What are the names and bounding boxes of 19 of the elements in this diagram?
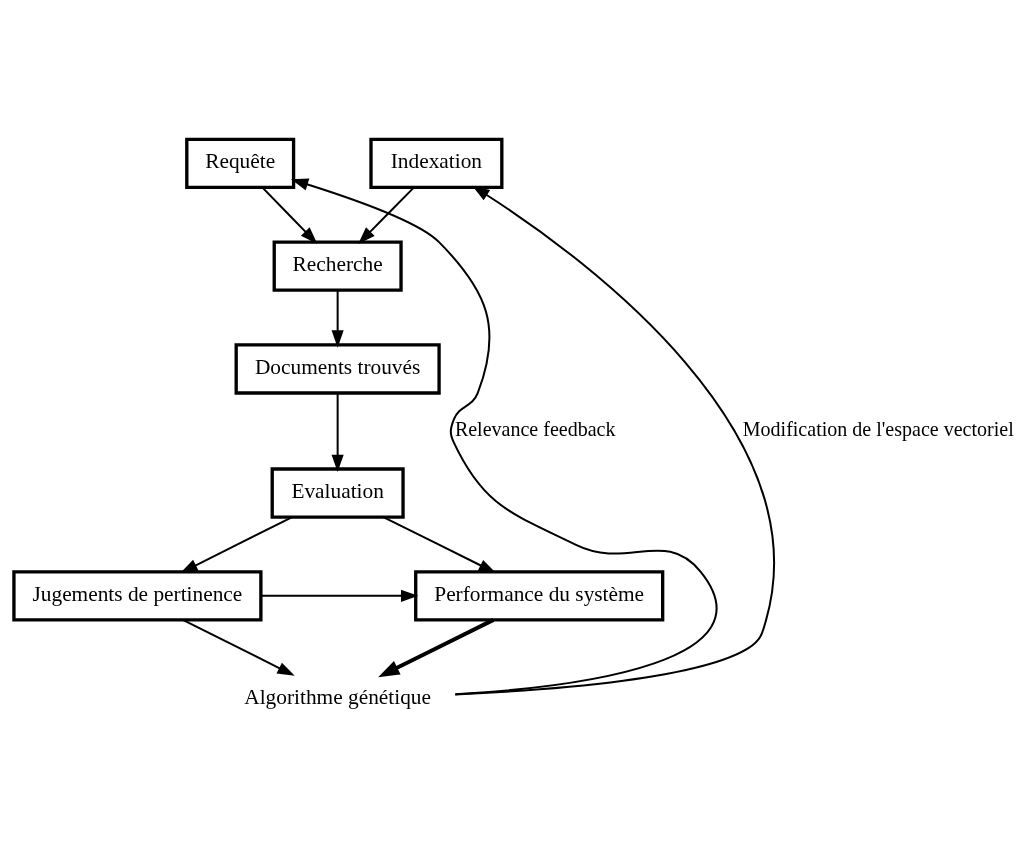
arrow	[378, 617, 495, 677]
arrow	[331, 391, 344, 472]
node-box: Performance du système	[414, 569, 665, 622]
arrow	[260, 589, 419, 602]
arrow	[180, 515, 294, 573]
node-box: Requête	[185, 137, 296, 189]
node-box: Recherche	[272, 239, 403, 292]
arrow	[331, 288, 344, 348]
node-box: Documents trouvés	[234, 342, 441, 395]
edge-label: Relevance feedback	[454, 417, 616, 440]
edge-label: Modification de l'espace vectoriel	[742, 417, 1014, 440]
arrow	[290, 178, 718, 695]
node-box: Jugements de pertinence	[12, 569, 263, 622]
node-text: Algorithme génétique	[244, 684, 431, 709]
node-box: Indexation	[369, 137, 504, 189]
arrow	[454, 185, 775, 695]
arrow	[181, 618, 295, 676]
arrow	[382, 515, 496, 573]
node-box: Evaluation	[270, 466, 405, 519]
